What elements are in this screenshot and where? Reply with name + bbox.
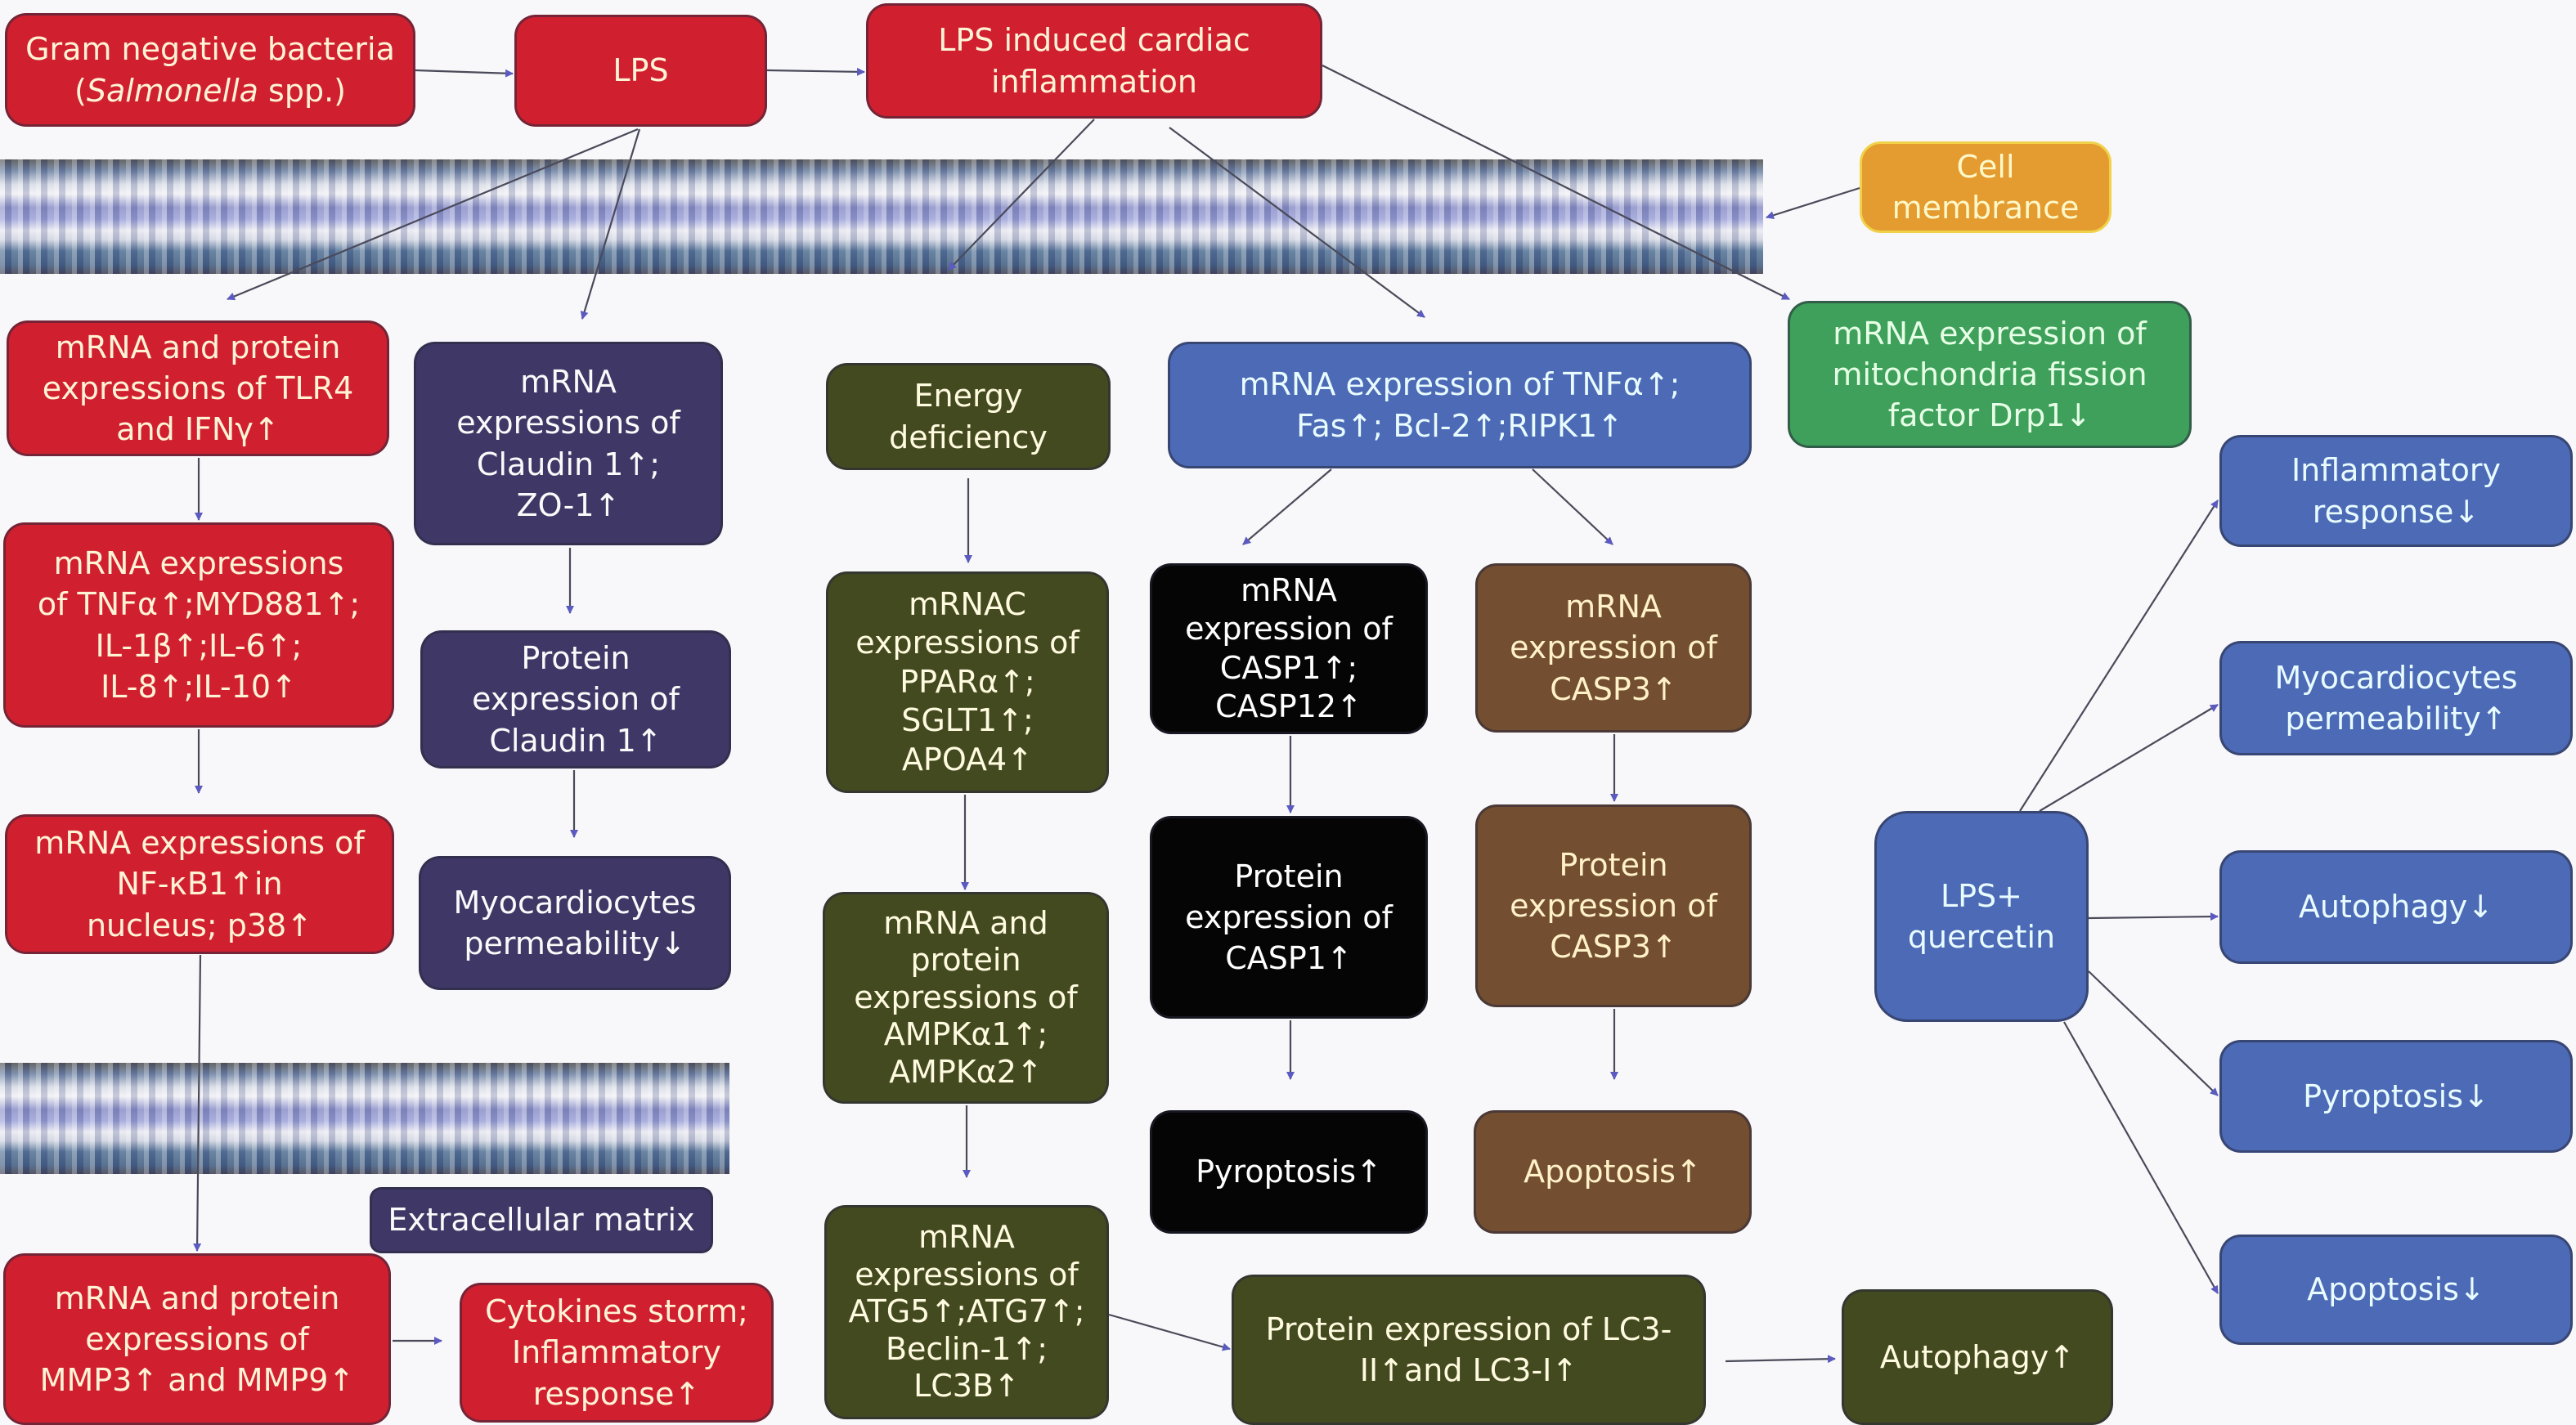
arrow-tnf-to-casp3: [1532, 468, 1613, 545]
apoptosis-down-node: Apoptosis↓: [2219, 1235, 2573, 1345]
claudin-protein-node: Protein expression of Claudin 1↑: [420, 630, 731, 769]
lps-node: LPS: [514, 15, 767, 127]
gram-negative-bacteria-node: Gram negative bacteria(Salmonella spp.): [5, 13, 415, 127]
lc3-protein-node: Protein expression of LC3- II↑and LC3-I↑: [1232, 1275, 1706, 1425]
cytokines-storm-node: Cytokines storm; Inflammatory response↑: [460, 1283, 774, 1423]
cytokine-mrna-node: mRNA expressions of TNFα↑;MYD881↑; IL-1β…: [3, 522, 394, 728]
autophagy-down-node: Autophagy↓: [2219, 850, 2573, 964]
casp3-mrna-node: mRNA expression of CASP3↑: [1475, 563, 1752, 733]
arrow-quercetin-to-inflammatory: [2019, 500, 2219, 812]
ppara-sglt1-apoa4-node: mRNAC expressions of PPARα↑; SGLT1↑; APO…: [826, 571, 1109, 793]
energy-deficiency-node: Energy deficiency: [826, 363, 1111, 470]
lps-cardiac-inflammation-node: LPS induced cardiac inflammation: [866, 3, 1322, 119]
pyroptosis-down-node: Pyroptosis↓: [2219, 1040, 2573, 1153]
cell-membrane-label: Cell membrance: [1860, 141, 2112, 233]
tnf-fas-bcl2-ripk1-node: mRNA expression of TNFα↑; Fas↑; Bcl-2↑;R…: [1168, 342, 1752, 468]
arrow-lps-to-cardiac: [766, 67, 865, 76]
casp3-protein-node: Protein expression of CASP3↑: [1475, 804, 1752, 1007]
arrow-bacteria-to-lps: [415, 69, 514, 78]
inflammatory-response-down-node: Inflammatory response↓: [2219, 435, 2573, 547]
apoptosis-up-node: Apoptosis↑: [1474, 1110, 1752, 1234]
extracellular-matrix-label: Extracellular matrix: [370, 1187, 713, 1253]
claudin-zo1-mrna-node: mRNA expressions of Claudin 1↑; ZO-1↑: [414, 342, 723, 545]
myocardiocytes-permeability-down-node: Myocardiocytes permeability↓: [419, 856, 731, 990]
salmonella-label: Salmonella: [86, 72, 258, 109]
extracellular-matrix-band: [0, 1063, 729, 1174]
myocardiocytes-permeability-up-node: Myocardiocytes permeability↑: [2219, 641, 2573, 755]
tlr4-ifng-node: mRNA and protein expressions of TLR4 and…: [7, 320, 389, 456]
arrow-cell-membrane-label: [1766, 186, 1860, 220]
arrow-quercetin-to-permeability: [2039, 704, 2219, 812]
cell-membrane-band: [0, 159, 1763, 274]
arrow-quercetin-to-apoptosis: [2063, 1021, 2219, 1294]
arrow-tnf-to-casp1: [1242, 468, 1332, 545]
arrow-lc3-to-autophagy: [1725, 1355, 1836, 1364]
ampk-node: mRNA and protein expressions of AMPKα1↑;…: [823, 892, 1109, 1104]
lps-quercetin-node: LPS+ quercetin: [1874, 811, 2089, 1022]
arrow-atg-to-lc3: [1108, 1313, 1231, 1351]
drp1-node: mRNA expression of mitochondria fission …: [1788, 301, 2192, 448]
casp1-protein-node: Protein expression of CASP1↑: [1150, 816, 1428, 1019]
nfkb-p38-node: mRNA expressions of NF-κB1↑in nucleus; p…: [5, 814, 394, 954]
arrow-quercetin-to-pyroptosis: [2088, 970, 2219, 1096]
casp1-casp12-mrna-node: mRNA expression of CASP1↑; CASP12↑: [1150, 563, 1428, 734]
pyroptosis-up-node: Pyroptosis↑: [1150, 1110, 1428, 1234]
mmp-node: mRNA and protein expressions of MMP3↑ an…: [3, 1253, 391, 1425]
arrow-quercetin-to-autophagy: [2088, 912, 2219, 921]
autophagy-up-node: Autophagy↑: [1842, 1289, 2113, 1425]
atg-beclin-lc3b-node: mRNA expressions of ATG5↑;ATG7↑; Beclin-…: [824, 1205, 1109, 1419]
